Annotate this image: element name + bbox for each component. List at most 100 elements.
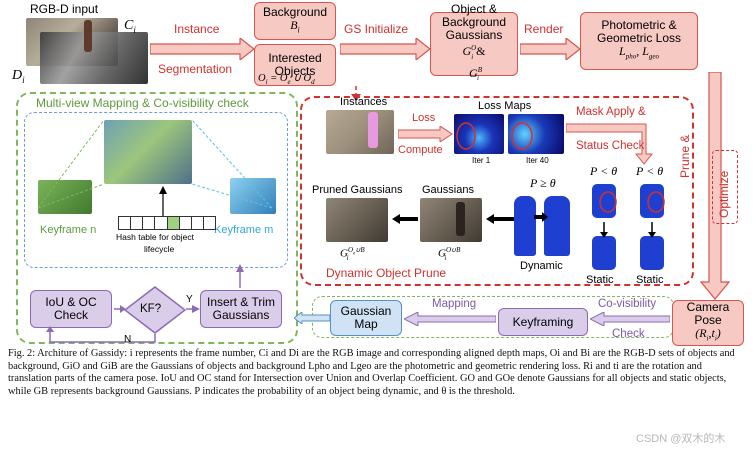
mask-apply-label: Mask Apply & [576, 106, 646, 118]
mapping-arrow [404, 312, 496, 326]
gaussians-person [456, 202, 465, 236]
instance-person [368, 112, 378, 148]
dynamic-figure-1 [514, 196, 536, 256]
map-to-panel-arrow [294, 312, 330, 324]
gaussians-symbol: GO∪Bi [438, 246, 461, 262]
instance-label: Instance [174, 22, 220, 36]
keyframing-label: Keyframing [512, 314, 574, 329]
yes-label: Y [186, 294, 193, 305]
camera-line1: Camera [686, 299, 730, 314]
insert-line2: Gaussians [212, 308, 270, 322]
hash-table-arrow [159, 186, 167, 216]
instance-segmentation-arrow [150, 38, 255, 60]
static-figure-1b [592, 236, 616, 270]
mapping-label: Mapping [432, 298, 477, 310]
gaussians-image [420, 198, 482, 242]
hash-table-label: Hash table for object [116, 232, 194, 242]
iou-line1: IoU & OC [45, 295, 97, 309]
loop-arrows [46, 264, 244, 343]
dynamic-figure-2 [544, 196, 570, 256]
gaussian-map-box: Gaussian Map [330, 300, 402, 336]
dynamic-object-prune-title: Dynamic Object Prune [326, 266, 447, 280]
pruned-gaussians-label: Pruned Gaussians [312, 184, 403, 196]
keyframe-n-image [38, 180, 92, 214]
ci-label: Ci [124, 18, 136, 35]
covis-arrow [590, 312, 670, 326]
static-label-2: Static [636, 274, 664, 286]
optimize-label: Optimize [717, 170, 731, 218]
lifecycle-label: lifecycle [144, 244, 175, 254]
objects-formula: Oi = Oe ∪ Od [258, 73, 315, 87]
pruned-gaussians-image [326, 198, 388, 242]
rgbd-input-title: RGB-D input [30, 2, 99, 16]
instances-image [326, 110, 394, 154]
center-view-image [104, 120, 192, 184]
di-label: Di [12, 68, 25, 85]
check-label: Check [612, 328, 645, 340]
camera-symbol: (Ri,ti) [695, 325, 721, 343]
keyframe-m-image [230, 178, 276, 214]
static-arrows [599, 191, 665, 238]
iter1-label: Iter 1 [472, 156, 491, 165]
depth-image [40, 32, 148, 84]
loss-line1: Photometric & [601, 17, 677, 32]
static-figure-2a [640, 184, 664, 218]
render-arrow [520, 38, 581, 60]
instances-label: Instances [340, 96, 388, 108]
insert-line1: Insert & Trim [206, 295, 275, 309]
keyframing-box: Keyframing [498, 308, 588, 336]
segmentation-label: Segmentation [158, 62, 233, 76]
compute-label: Compute [398, 144, 443, 156]
camera-line2: Pose [694, 312, 722, 327]
csdn-watermark: CSDN @双木的木 [636, 433, 726, 445]
gaussian-map-line2: Map [354, 317, 378, 331]
covisibility-label: Co-visibility [598, 298, 657, 310]
loss-compute-arrow [398, 126, 453, 142]
static-label-1: Static [586, 274, 614, 286]
prune-optimize-arrow [700, 72, 730, 300]
gaussians-line2: Background [441, 15, 507, 30]
loss-symbols: Lpho, Lgeo [619, 43, 659, 61]
dynamic-label: Dynamic [520, 260, 563, 272]
loss-line2: Geometric Loss [596, 30, 682, 45]
dynamic-object-prune-panel [300, 96, 694, 286]
no-label: N [124, 334, 132, 345]
interested-objects-box: Interested Objects [254, 44, 336, 86]
gs-initialize-label: GS Initialize [344, 22, 409, 36]
p-ge-theta: P ≥ θ [530, 176, 556, 190]
keyframe-m-label: Keyframe m [214, 224, 274, 236]
hash-table [118, 216, 216, 230]
gaussians-line3: Gaussians [445, 28, 503, 43]
p-lt-theta-1: P < θ [590, 164, 618, 178]
iou-line2: Check [53, 308, 88, 322]
dynamic-arrow [534, 212, 548, 222]
loss-label: Loss [412, 112, 436, 124]
optimize-dashed-box [712, 150, 738, 224]
loss-maps-label: Loss Maps [478, 100, 532, 112]
person-figure [84, 20, 92, 52]
gaussians-label: Gaussians [422, 184, 474, 196]
gaussians-to-pruned-arrow [392, 214, 418, 224]
keyframe-n-label: Keyframe n [40, 224, 97, 236]
status-check-label: Status Check [576, 140, 645, 152]
gaussians-line1: Object & [450, 2, 498, 17]
objects-line2: Objects [274, 64, 316, 78]
p-lt-theta-2: P < θ [636, 164, 664, 178]
iou-oc-check-box: IoU & OC Check [30, 290, 112, 328]
static-figure-2b [640, 236, 664, 270]
figure-caption: Fig. 2: Architure of Gassidy: i represen… [8, 348, 735, 397]
static-figure-1a [592, 184, 616, 218]
mask-apply-arrow [566, 123, 654, 165]
kf-diamond [124, 286, 186, 334]
render-label: Render [524, 22, 564, 36]
photometric-geometric-loss-box: Photometric & Geometric Loss Lpho, Lgeo [580, 12, 698, 70]
object-background-gaussians-box: Object & Background Gaussians GOi & GBi [430, 3, 518, 82]
insert-trim-gaussians-box: Insert & Trim Gaussians [200, 290, 282, 328]
background-symbol: Bi [290, 17, 300, 35]
pruned-gaussians-symbol: GOe∪Bi [340, 246, 365, 262]
iter40-label: Iter 40 [526, 156, 549, 165]
dynamic-to-gaussians-arrow [486, 214, 514, 224]
kf-label: KF? [140, 303, 162, 315]
mapping-panel-title: Multi-view Mapping & Co-visibility check [36, 96, 249, 110]
objects-line1: Interested [268, 51, 322, 65]
